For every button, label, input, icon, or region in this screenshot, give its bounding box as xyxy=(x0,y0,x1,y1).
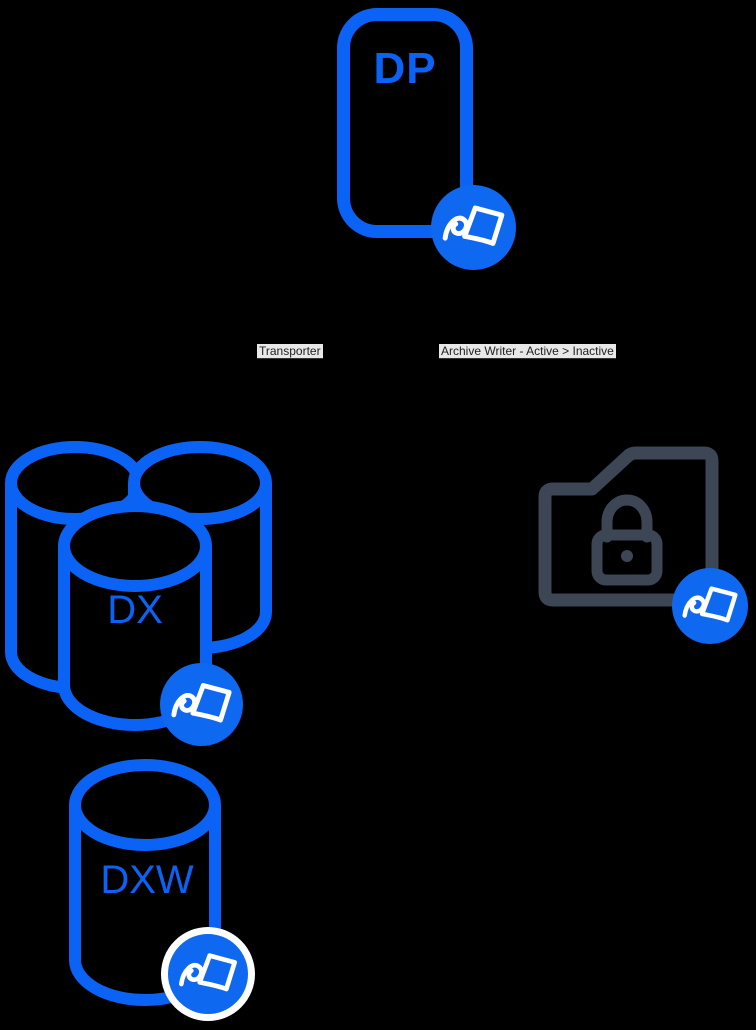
wave-logo-badge-archive xyxy=(672,568,748,644)
transporter-edge-label: Transporter xyxy=(257,344,323,359)
archive-writer-edge-label: Archive Writer - Active > Inactive xyxy=(439,344,616,359)
data-indexer-warm-label: DXW xyxy=(100,858,194,902)
database-cluster-icon xyxy=(5,441,272,731)
data-indexer-label: DX xyxy=(107,588,163,632)
data-processor-label: DP xyxy=(373,44,437,93)
wave-logo-icon xyxy=(179,953,238,992)
wave-logo-badge-dx xyxy=(160,663,243,746)
locked-folder-icon xyxy=(538,446,719,607)
lock-icon xyxy=(591,494,663,586)
folder-outline xyxy=(538,446,719,607)
wave-logo-icon xyxy=(682,586,738,623)
wave-logo-badge-dxw xyxy=(161,927,255,1021)
data-processor-node xyxy=(337,8,473,238)
wave-logo-badge-dp xyxy=(431,185,516,270)
wave-logo-icon xyxy=(442,205,505,246)
wave-logo-icon xyxy=(171,683,232,723)
